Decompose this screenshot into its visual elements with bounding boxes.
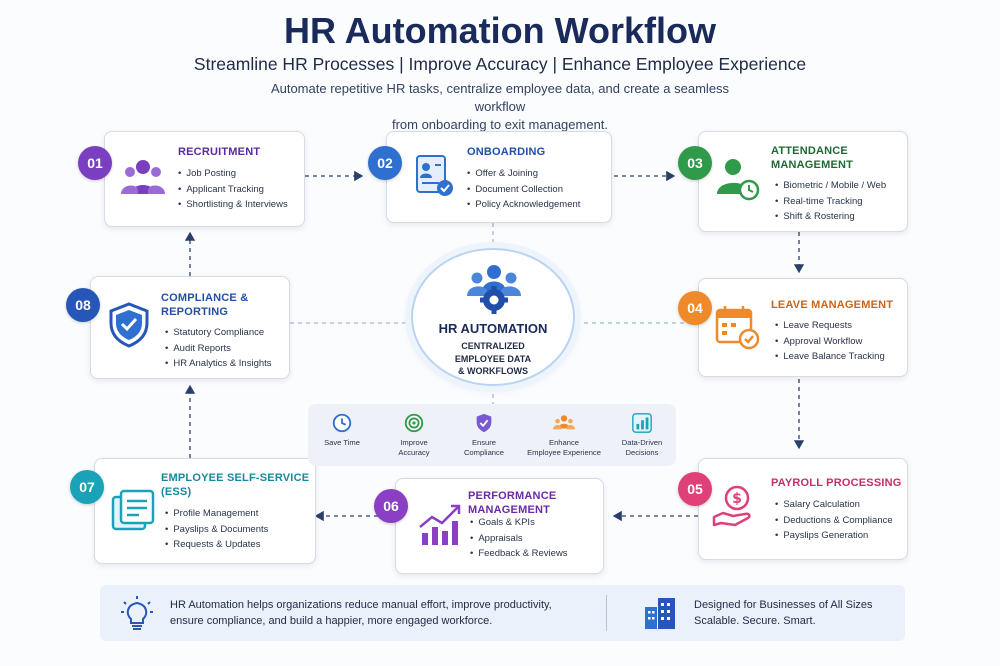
growth-chart-icon bbox=[419, 504, 461, 545]
hub-title: HR AUTOMATION bbox=[438, 321, 548, 336]
list-item: Statutory Compliance bbox=[165, 325, 272, 341]
list-item: Feedback & Reviews bbox=[470, 546, 567, 562]
bar-chart-icon bbox=[632, 413, 652, 433]
calendar-check-icon bbox=[715, 306, 760, 350]
page-subtitle: Streamline HR Processes | Improve Accura… bbox=[193, 54, 807, 74]
step-title: PAYROLL PROCESSING bbox=[771, 477, 902, 489]
footer-panel: HR Automation helps organizations reduce… bbox=[100, 585, 905, 641]
hr-automation-hub[interactable]: HR AUTOMATION CENTRALIZED EMPLOYEE DATA … bbox=[411, 248, 575, 386]
step-items: Leave Requests Approval Workflow Leave B… bbox=[775, 318, 885, 365]
step-card-leave[interactable]: LEAVE MANAGEMENT Leave Requests Approval… bbox=[698, 278, 908, 377]
list-item: Biometric / Mobile / Web bbox=[775, 178, 886, 194]
hand-dollar-icon: $ bbox=[712, 485, 751, 527]
people-icon bbox=[553, 415, 575, 430]
people-group-icon bbox=[121, 160, 165, 194]
step-number-08: 08 bbox=[66, 288, 100, 322]
list-item: Offer & Joining bbox=[467, 166, 580, 182]
list-item: Applicant Tracking bbox=[178, 182, 288, 198]
step-items: Statutory Compliance Audit Reports HR An… bbox=[165, 325, 272, 372]
list-item: Leave Balance Tracking bbox=[775, 349, 884, 365]
step-items: Job Posting Applicant Tracking Shortlist… bbox=[178, 166, 288, 213]
benefit-save-time: Save Time bbox=[302, 404, 382, 448]
step-number-06: 06 bbox=[374, 489, 408, 523]
list-item: Shift & Rostering bbox=[775, 209, 886, 225]
step-card-compliance[interactable]: COMPLIANCE & REPORTING Statutory Complia… bbox=[90, 276, 290, 379]
svg-text:$: $ bbox=[732, 491, 742, 507]
person-clock-icon bbox=[717, 159, 760, 201]
step-title: COMPLIANCE & REPORTING bbox=[161, 292, 249, 318]
team-gear-icon bbox=[467, 265, 521, 314]
step-card-payroll[interactable]: $ PAYROLL PROCESSING Salary Calculation … bbox=[698, 458, 908, 560]
list-item: Payslips Generation bbox=[775, 528, 893, 544]
step-card-attendance[interactable]: ATTENDANCE MANAGEMENT Biometric / Mobile… bbox=[698, 131, 908, 232]
list-item: Payslips & Documents bbox=[165, 522, 268, 538]
step-number-02: 02 bbox=[368, 146, 402, 180]
step-items: Salary Calculation Deductions & Complian… bbox=[775, 497, 893, 544]
step-title: RECRUITMENT bbox=[178, 146, 261, 158]
list-item: Appraisals bbox=[470, 531, 568, 547]
page-title: HR Automation Workflow bbox=[284, 10, 716, 51]
step-number-04: 04 bbox=[678, 291, 712, 325]
list-item: Real-time Tracking bbox=[775, 194, 886, 210]
list-item: Policy Acknowledgement bbox=[467, 197, 580, 213]
buildings-icon bbox=[645, 598, 675, 629]
list-item: Profile Management bbox=[165, 506, 268, 522]
step-card-onboarding[interactable]: ONBOARDING Offer & Joining Document Coll… bbox=[386, 131, 612, 223]
step-title: ONBOARDING bbox=[467, 146, 546, 158]
list-item: Requests & Updates bbox=[165, 537, 268, 553]
step-items: Biometric / Mobile / Web Real-time Track… bbox=[775, 178, 886, 225]
step-number-05: 05 bbox=[678, 472, 712, 506]
list-item: Document Collection bbox=[467, 182, 580, 198]
footer-right-text: Designed for Businesses of All Sizes Sca… bbox=[694, 599, 873, 627]
step-items: Profile Management Payslips & Documents … bbox=[165, 506, 268, 553]
target-icon bbox=[404, 413, 424, 433]
page-description: Automate repetitive HR tasks, centralize… bbox=[270, 81, 730, 132]
list-item: Approval Workflow bbox=[775, 334, 885, 350]
step-card-recruitment[interactable]: RECRUITMENT Job Posting Applicant Tracki… bbox=[104, 131, 305, 227]
hub-subtitle: CENTRALIZED EMPLOYEE DATA & WORKFLOWS bbox=[454, 341, 532, 376]
list-item: HR Analytics & Insights bbox=[165, 356, 271, 372]
shield-icon bbox=[476, 413, 492, 433]
list-item: Salary Calculation bbox=[775, 497, 893, 513]
step-number-07: 07 bbox=[70, 470, 104, 504]
footer-divider bbox=[606, 595, 607, 631]
list-item: Shortlisting & Interviews bbox=[178, 197, 287, 213]
step-title: LEAVE MANAGEMENT bbox=[771, 299, 894, 311]
list-item: Goals & KPIs bbox=[470, 515, 568, 531]
documents-icon bbox=[111, 489, 155, 531]
document-check-icon bbox=[416, 155, 453, 196]
step-title: EMPLOYEE SELF-SERVICE (ESS) bbox=[161, 472, 310, 498]
list-item: Audit Reports bbox=[165, 341, 272, 357]
step-number-01: 01 bbox=[78, 146, 112, 180]
step-card-ess[interactable]: EMPLOYEE SELF-SERVICE (ESS) Profile Mana… bbox=[94, 458, 316, 564]
step-items: Offer & Joining Document Collection Poli… bbox=[467, 166, 580, 213]
footer-text: HR Automation helps organizations reduce… bbox=[170, 599, 552, 627]
shield-check-icon bbox=[109, 302, 149, 348]
list-item: Job Posting bbox=[178, 166, 288, 182]
step-items: Goals & KPIs Appraisals Feedback & Revie… bbox=[470, 515, 568, 562]
list-item: Leave Requests bbox=[775, 318, 885, 334]
clock-icon bbox=[332, 413, 352, 433]
step-number-03: 03 bbox=[678, 146, 712, 180]
list-item: Deductions & Compliance bbox=[775, 513, 892, 529]
lightbulb-icon bbox=[121, 596, 153, 630]
step-title: ATTENDANCE MANAGEMENT bbox=[771, 145, 854, 171]
step-card-performance[interactable]: PERFORMANCE MANAGEMENT Goals & KPIs Appr… bbox=[395, 478, 604, 574]
step-title: PERFORMANCE MANAGEMENT bbox=[468, 490, 557, 516]
